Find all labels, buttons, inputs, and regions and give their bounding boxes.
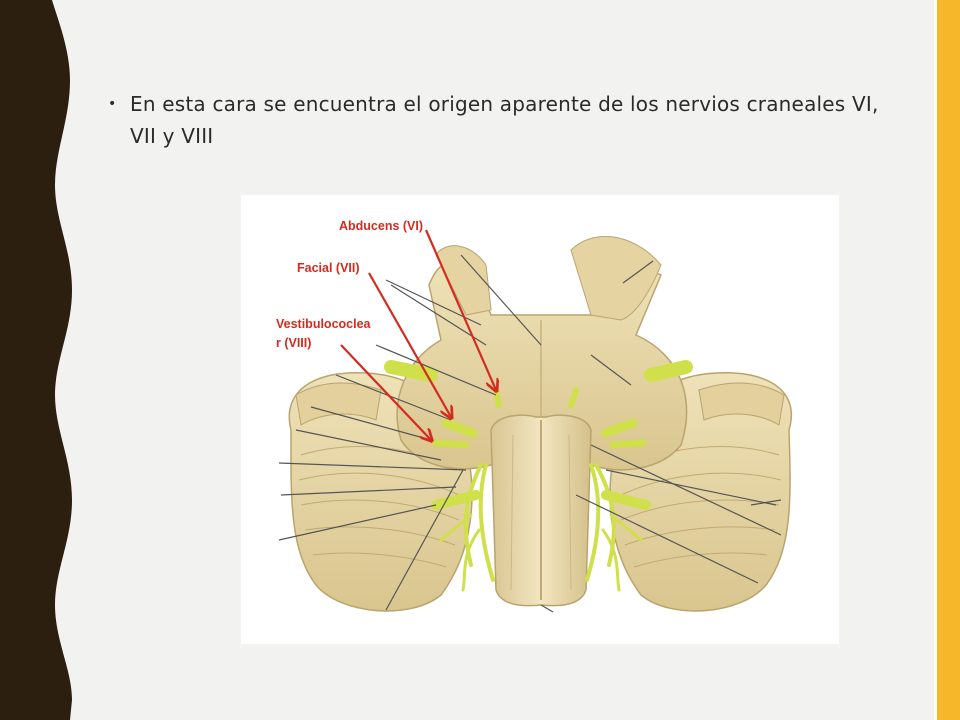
label-facial: Facial (VII) <box>297 261 360 275</box>
bullet-text: En esta cara se encuentra el origen apar… <box>130 92 879 148</box>
pointer-lines <box>278 254 782 613</box>
bullet-item: • En esta cara se encuentra el origen ap… <box>108 88 898 152</box>
label-arrows <box>340 229 496 440</box>
cranial-nerves <box>384 360 693 592</box>
medulla <box>490 414 592 607</box>
right-accent-band <box>934 0 960 720</box>
brainstem-illustration: Abducens (VI) Facial (VII) Vestibulococl… <box>241 195 839 644</box>
label-vestibulococlear-line2: r (VIII) <box>276 336 311 350</box>
brainstem-drawing: Abducens (VI) Facial (VII) Vestibulococl… <box>276 219 792 613</box>
label-vestibulococlear-line1: Vestibulococlea <box>276 317 372 331</box>
bullet-dot: • <box>108 96 117 112</box>
pons <box>396 236 688 471</box>
left-decorative-band <box>0 0 72 720</box>
label-abducens: Abducens (VI) <box>339 219 423 233</box>
